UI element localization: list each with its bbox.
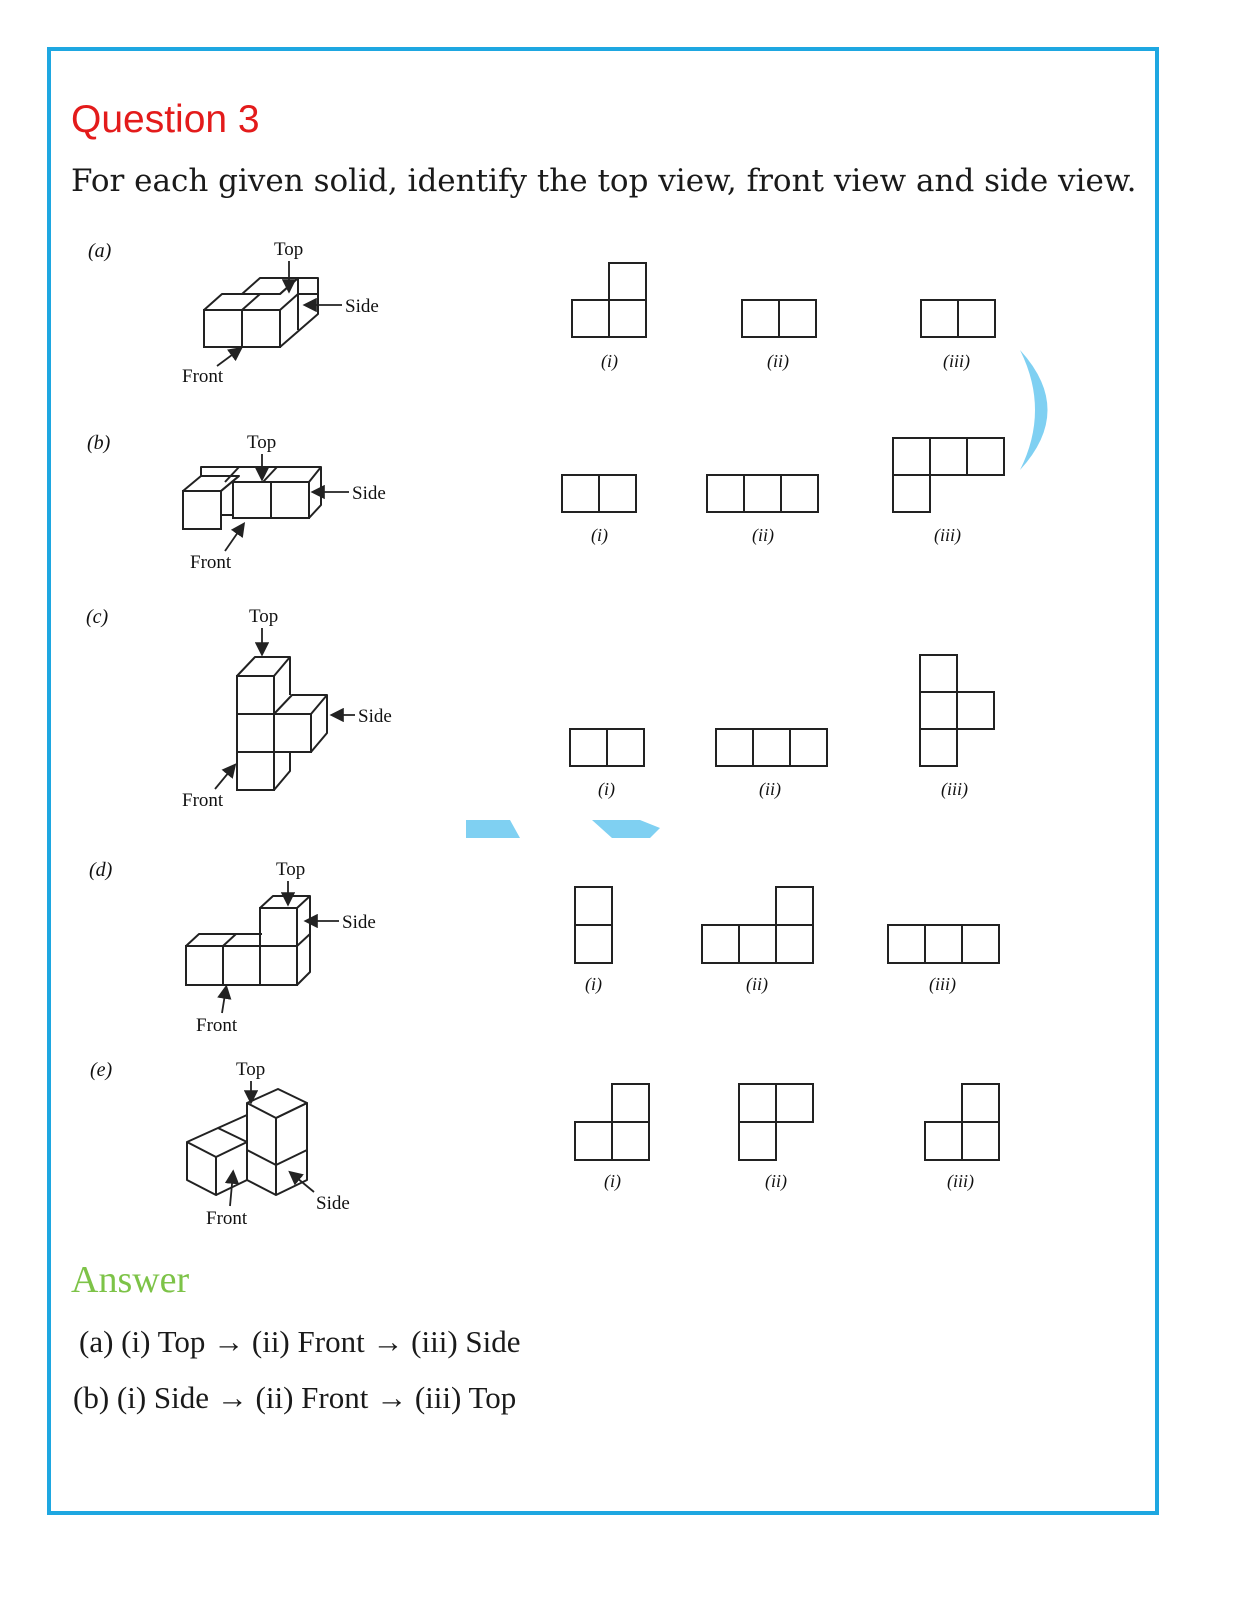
page-border	[47, 47, 1159, 1515]
part-e: (e) Top Side Front (i) (ii)	[90, 1059, 1000, 1229]
view-label: (ii)	[767, 351, 789, 372]
question-text: For each given solid, identify the top v…	[71, 163, 1137, 199]
answer-line-a: (a) (i) Top → (ii) Front → (iii) Side	[79, 1324, 521, 1359]
part-a: (a) Top Side Front (i) (ii)	[88, 239, 996, 387]
view-label: (i)	[604, 1171, 621, 1192]
view-label: (ii)	[752, 525, 774, 546]
view-label: (i)	[585, 974, 602, 995]
view-c-ii: (ii)	[715, 728, 828, 800]
view-b-ii: (ii)	[706, 474, 819, 546]
top-label: Top	[276, 859, 305, 880]
solid-c	[236, 656, 328, 791]
part-c: (c) Top Side Front (i) (ii)	[86, 606, 995, 811]
top-label: Top	[247, 432, 276, 453]
front-label: Front	[196, 1015, 238, 1036]
part-label: (d)	[89, 859, 113, 881]
decor-shape-right	[592, 820, 660, 838]
view-c-iii: (iii)	[919, 654, 995, 800]
question-title: Question 3	[71, 98, 260, 141]
top-label: Top	[236, 1059, 265, 1080]
front-label: Front	[190, 552, 232, 573]
view-label: (iii)	[934, 525, 961, 546]
view-label: (i)	[598, 779, 615, 800]
part-label: (a)	[88, 240, 112, 262]
view-e-iii: (iii)	[924, 1083, 1000, 1192]
view-label: (ii)	[765, 1171, 787, 1192]
view-a-ii: (ii)	[741, 299, 817, 372]
decor-arc	[1020, 350, 1048, 470]
solid-a	[203, 277, 319, 348]
top-label: Top	[274, 239, 303, 260]
side-label: Side	[342, 912, 376, 933]
view-e-i: (i)	[574, 1083, 650, 1192]
view-b-iii: (iii)	[892, 437, 1005, 546]
part-label: (c)	[86, 606, 109, 628]
answer-line-b: (b) (i) Side → (ii) Front → (iii) Top	[73, 1380, 517, 1415]
view-a-iii: (iii)	[920, 299, 996, 372]
part-label: (e)	[90, 1059, 113, 1081]
view-label: (iii)	[947, 1171, 974, 1192]
view-c-i: (i)	[569, 728, 645, 800]
front-label: Front	[206, 1208, 248, 1229]
side-label: Side	[352, 483, 386, 504]
decor-shape-left	[466, 820, 520, 838]
view-label: (ii)	[746, 974, 768, 995]
view-e-ii: (ii)	[738, 1083, 814, 1192]
view-d-i: (i)	[574, 886, 613, 995]
solid-d	[185, 895, 311, 986]
view-label: (iii)	[943, 351, 970, 372]
view-label: (ii)	[759, 779, 781, 800]
view-label: (iii)	[929, 974, 956, 995]
part-d: (d) Top Side Front (i) (ii)	[89, 859, 1000, 1036]
part-label: (b)	[87, 432, 111, 454]
part-b: (b) Top Side Front (i) (ii)	[87, 432, 1005, 573]
view-label: (iii)	[941, 779, 968, 800]
view-label: (i)	[591, 525, 608, 546]
side-label: Side	[358, 706, 392, 727]
view-label: (i)	[601, 351, 618, 372]
solid-b	[182, 466, 322, 530]
view-b-i: (i)	[561, 474, 637, 546]
view-d-ii: (ii)	[701, 886, 814, 995]
answer-title: Answer	[71, 1259, 190, 1301]
solid-e	[186, 1088, 308, 1196]
side-label: Side	[345, 296, 379, 317]
view-a-i: (i)	[571, 262, 647, 372]
front-label: Front	[182, 366, 224, 387]
view-d-iii: (iii)	[887, 924, 1000, 995]
side-label: Side	[316, 1193, 350, 1214]
front-label: Front	[182, 790, 224, 811]
top-label: Top	[249, 606, 278, 627]
